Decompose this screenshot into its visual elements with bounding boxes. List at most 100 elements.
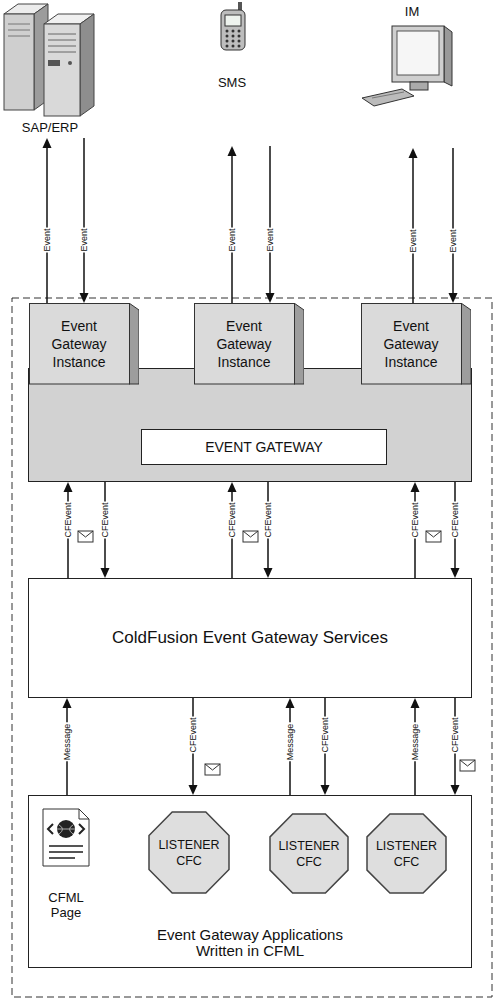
phone-icon [232, 35, 235, 38]
node-label: EVENT GATEWAY [141, 429, 387, 465]
computer-icon [392, 26, 444, 82]
computer-icon [444, 26, 452, 86]
arrow-head [189, 785, 198, 795]
arrow-shaft [46, 146, 48, 303]
edge-label: Message [410, 722, 420, 761]
listener-octagon: LISTENER CFC [269, 813, 349, 894]
server-icon [48, 60, 60, 66]
server-icon [80, 14, 94, 116]
server-icon [8, 30, 30, 31]
flow-arrow [264, 482, 273, 578]
server-icon [8, 24, 30, 25]
page-fold [79, 809, 89, 819]
edge-label: CFEvent [100, 502, 110, 539]
node-label: Event Gateway Applications Written in CF… [145, 927, 355, 959]
phone-icon [238, 40, 241, 43]
edge-label: CFEvent [63, 502, 73, 539]
flow-arrow [266, 146, 275, 303]
octagon-shape [269, 813, 349, 894]
arrow-shaft [269, 146, 271, 295]
flow-arrow [411, 482, 420, 578]
arrow-head [451, 568, 460, 578]
server-icon [4, 14, 34, 110]
node-label: IM [400, 4, 424, 20]
arrow-head [64, 482, 73, 492]
phone-icon [238, 30, 241, 33]
instance-face [30, 304, 130, 385]
flow-arrow [80, 138, 89, 303]
instance-side [461, 303, 471, 384]
node-label: ColdFusion Event Gateway Services [29, 628, 471, 648]
gateway-instance-box: Event Gateway Instance [361, 303, 471, 385]
arrow-shaft [83, 138, 85, 295]
computer-icon [397, 31, 439, 75]
arrow-head [43, 138, 52, 148]
instance-face [195, 304, 295, 385]
server-icon [48, 34, 76, 35]
arrow-head [80, 293, 89, 303]
arrow-head [266, 293, 275, 303]
arrow-head [409, 148, 418, 158]
document-icon [39, 808, 93, 870]
flow-arrow [409, 148, 418, 303]
envelope-icon [205, 764, 220, 770]
arrow-head [411, 698, 420, 708]
arrow-head [228, 146, 237, 156]
tag-bracket [79, 824, 84, 834]
edge-label: Event [448, 228, 458, 253]
globe-lines [57, 825, 75, 834]
octagon-outline [149, 812, 229, 893]
edge-label: Event [227, 228, 237, 253]
instance-face [362, 304, 462, 385]
phone-icon [238, 35, 241, 38]
phone-icon [226, 40, 229, 43]
arrow-head [101, 568, 110, 578]
flow-arrow [228, 482, 237, 578]
phone-icon [225, 15, 241, 26]
envelope-icon [205, 764, 220, 775]
instance-side [129, 303, 139, 384]
system-icon: SAP/ERP [0, 0, 100, 138]
gateway-instance-box: Event Gateway Instance [194, 303, 304, 385]
arrow-head [321, 785, 330, 795]
dashed-boundary [12, 298, 492, 997]
globe-symbol [57, 820, 75, 838]
computer-icon [362, 26, 452, 106]
edge-label: CFEvent [263, 502, 273, 539]
gateway-instance-box: Event Gateway Instance [29, 303, 139, 385]
flow-arrow [321, 698, 330, 795]
arrow-head [228, 482, 237, 492]
phone-icon [226, 45, 229, 48]
system-icon: SMS [182, 0, 282, 146]
flow-arrow [189, 698, 198, 795]
server-icon [4, 4, 94, 116]
flow-arrow [286, 698, 295, 795]
flow-arrow [228, 146, 237, 303]
arrow-head [264, 568, 273, 578]
edge-label: CFEvent [188, 716, 198, 753]
envelope-icon [78, 531, 93, 537]
envelope-icon [460, 760, 475, 766]
computer-icon [410, 82, 428, 90]
server-icon [8, 36, 30, 37]
octagon-shape [148, 811, 230, 894]
phone-icon [232, 40, 235, 43]
edge-label: CFEvent [450, 716, 460, 753]
listener-octagon: LISTENER CFC [148, 811, 230, 894]
envelope-icon [460, 760, 475, 771]
node-label: Event Gateway Instance [44, 317, 114, 371]
arrow-head [286, 698, 295, 708]
node-label: LISTENER CFC [271, 838, 347, 870]
edge-label: Event [79, 228, 89, 253]
node-label: LISTENER CFC [368, 838, 445, 870]
computer-icon [362, 89, 414, 106]
envelope-icon [243, 531, 258, 542]
arrow-head [63, 698, 72, 708]
node-label: Event Gateway Instance [376, 317, 446, 371]
flow-arrow [63, 698, 72, 795]
system-icon: IM [370, 0, 470, 148]
server-icon [48, 52, 76, 53]
edge-label: CFEvent [450, 502, 460, 539]
arrow-shaft [452, 148, 454, 295]
